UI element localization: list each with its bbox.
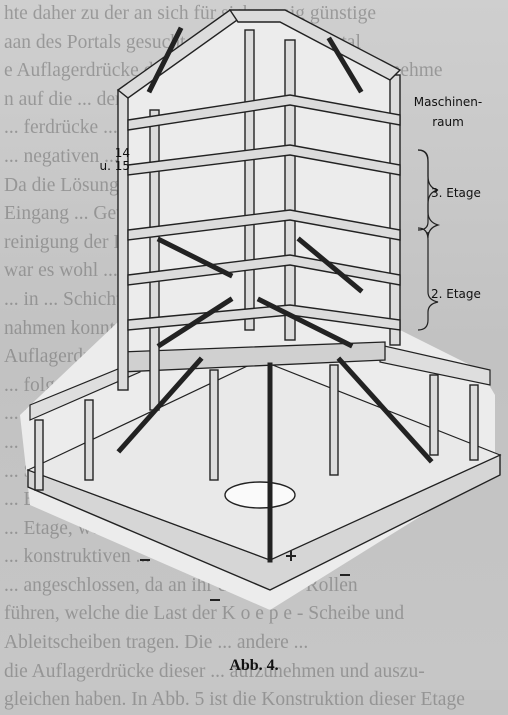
background-text-line: gleichen haben. In Abb. 5 ist die Konstr… bbox=[4, 689, 465, 711]
figure-caption: Abb. 4. bbox=[229, 657, 279, 674]
label-2-etage: 2. Etage bbox=[431, 287, 481, 301]
shaft-opening bbox=[224, 481, 296, 509]
label-maschinenraum-line2: raum bbox=[432, 115, 464, 129]
background-text-line: die Auflagerdrücke dieser ... aufzunehme… bbox=[4, 660, 425, 682]
tower-frame bbox=[116, 9, 402, 411]
legs bbox=[34, 364, 479, 491]
bracket-3-etage-full bbox=[417, 149, 439, 231]
background-text-line: Ableitscheiben tragen. Die ... andere ..… bbox=[4, 632, 309, 654]
label-maschinenraum: Maschinen- raum bbox=[403, 92, 493, 132]
label-3-etage: 3. Etage bbox=[431, 186, 481, 200]
label-ref-14: 14 bbox=[114, 146, 130, 160]
background-text-line: ... konstruktiven ... bbox=[4, 546, 151, 568]
base-marks bbox=[140, 551, 350, 601]
bracing bbox=[116, 26, 434, 563]
left-platform bbox=[29, 359, 141, 421]
background-text-line: führen, welche die Last der K o e p e - … bbox=[4, 603, 405, 625]
label-maschinenraum-line1: Maschinen- bbox=[413, 95, 483, 109]
bracket-2-etage bbox=[417, 227, 439, 331]
label-ref-u15: u. 15 bbox=[99, 159, 130, 173]
portal-structure-drawing bbox=[20, 9, 502, 610]
